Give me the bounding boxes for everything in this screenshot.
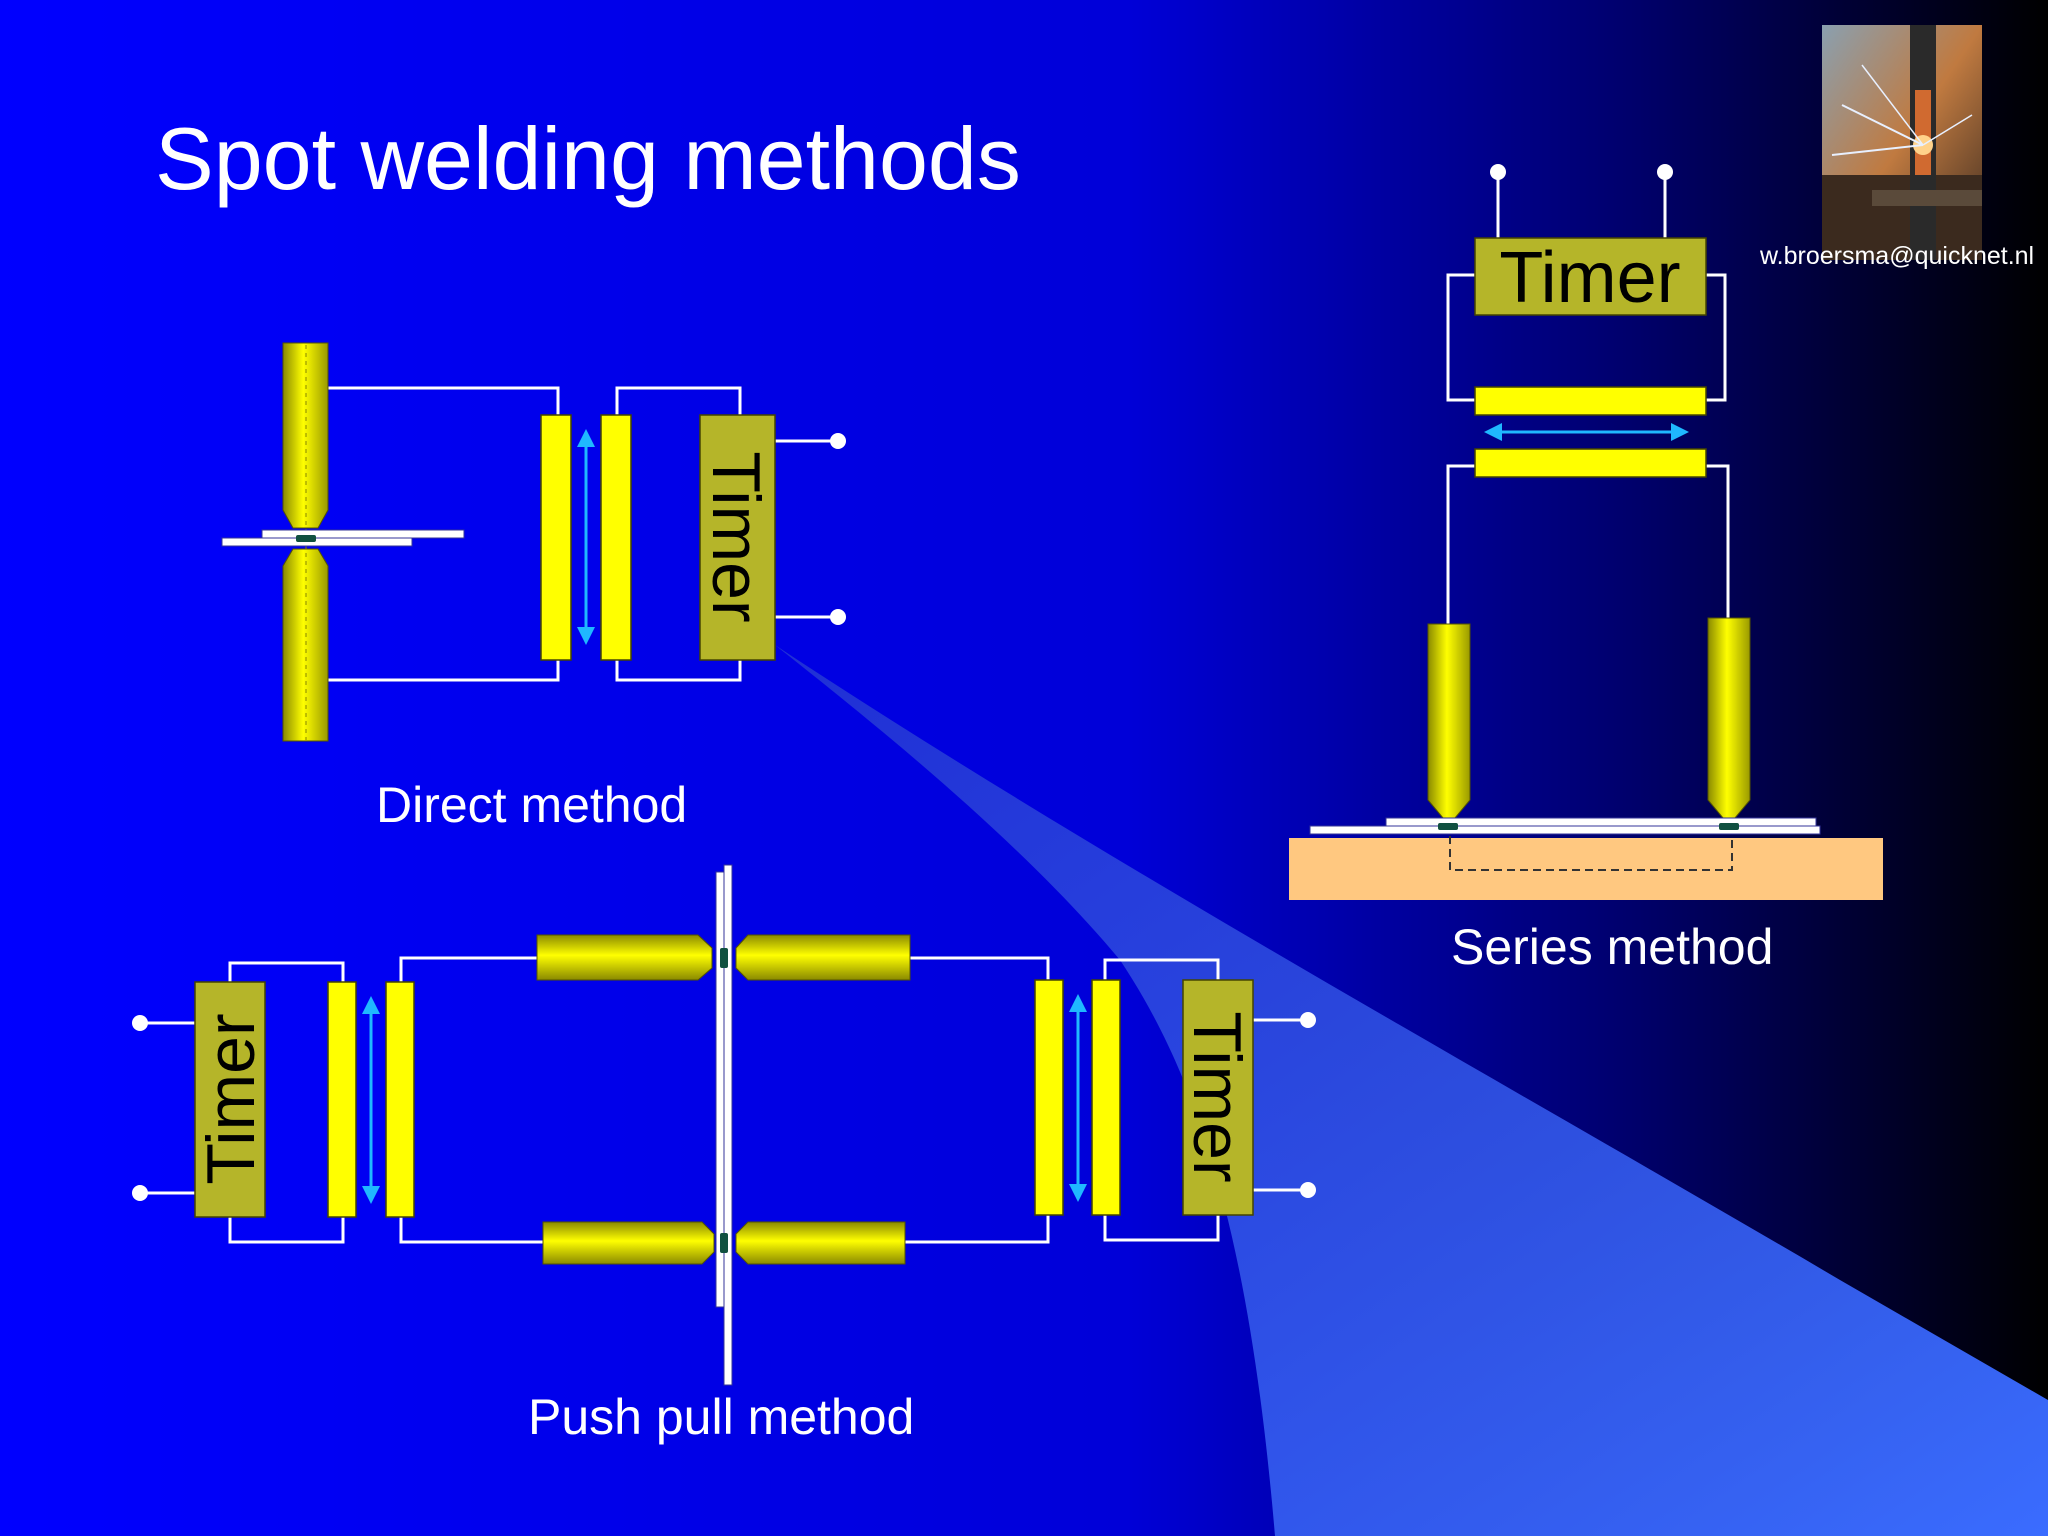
series-right-electrode [1707, 617, 1751, 819]
spot-welding-photo-icon [1822, 25, 1982, 260]
series-transformer-primary [1474, 386, 1707, 416]
series-timer [1474, 237, 1707, 316]
series-current-path [1449, 836, 1733, 871]
direct-timer-label: Timer [698, 451, 774, 622]
push-pull-left-timer [194, 981, 266, 1218]
direct-weld-nugget [296, 535, 316, 542]
push-pull-lower-right-electrode [735, 1221, 906, 1265]
series-sheet-bottom [1309, 825, 1821, 835]
push-pull-sheet-right [723, 864, 733, 1386]
push-pull-lower-left-electrode [542, 1221, 715, 1265]
direct-transformer-primary [540, 414, 572, 661]
direct-terminal-bottom [830, 609, 846, 625]
push-pull-wires [140, 956, 1305, 1244]
series-terminal-left [1490, 164, 1506, 180]
projection-beam [775, 645, 2048, 1536]
direct-method-diagram: Timer [221, 342, 846, 742]
series-timer-label: Timer [1499, 238, 1680, 318]
push-pull-left-transformer-primary [327, 981, 357, 1218]
push-pull-method-diagram: Timer Timer [132, 864, 1316, 1386]
direct-method-caption: Direct method [376, 777, 688, 833]
push-pull-terminal-left-bottom [132, 1185, 148, 1201]
push-pull-weld-nugget-top [720, 948, 728, 968]
push-pull-right-transformer-secondary [1091, 979, 1121, 1216]
series-weld-nugget-right [1719, 823, 1739, 830]
push-pull-upper-right-electrode [735, 934, 911, 981]
direct-transformer-secondary [600, 414, 632, 661]
slide-title: Spot welding methods [155, 109, 1021, 208]
direct-terminal-top [830, 433, 846, 449]
author-email: w.broersma@quicknet.nl [1760, 242, 2035, 270]
series-weld-nugget-left [1438, 823, 1458, 830]
series-wires [1446, 175, 1730, 624]
direct-sheet-bottom [221, 537, 413, 547]
direct-wires [328, 386, 836, 682]
series-left-electrode [1427, 623, 1471, 819]
direct-timer [699, 414, 776, 661]
series-transformer-secondary [1474, 448, 1707, 478]
push-pull-right-timer [1182, 979, 1254, 1216]
push-pull-terminal-right-bottom [1300, 1182, 1316, 1198]
direct-sheet-top [261, 529, 465, 539]
push-pull-right-timer-label: Timer [1179, 1011, 1255, 1182]
push-pull-terminal-left-top [132, 1015, 148, 1031]
push-pull-right-transformer-primary [1034, 979, 1064, 1216]
series-terminal-right [1657, 164, 1673, 180]
push-pull-left-transformer-secondary [385, 981, 415, 1218]
push-pull-upper-left-electrode [536, 934, 713, 981]
series-method-diagram: Timer [1289, 164, 1883, 900]
push-pull-left-timer-label: Timer [193, 1013, 269, 1184]
series-method-caption: Series method [1451, 919, 1774, 975]
push-pull-terminal-right-top [1300, 1012, 1316, 1028]
push-pull-method-caption: Push pull method [528, 1389, 915, 1445]
push-pull-weld-nugget-bottom [720, 1233, 728, 1253]
